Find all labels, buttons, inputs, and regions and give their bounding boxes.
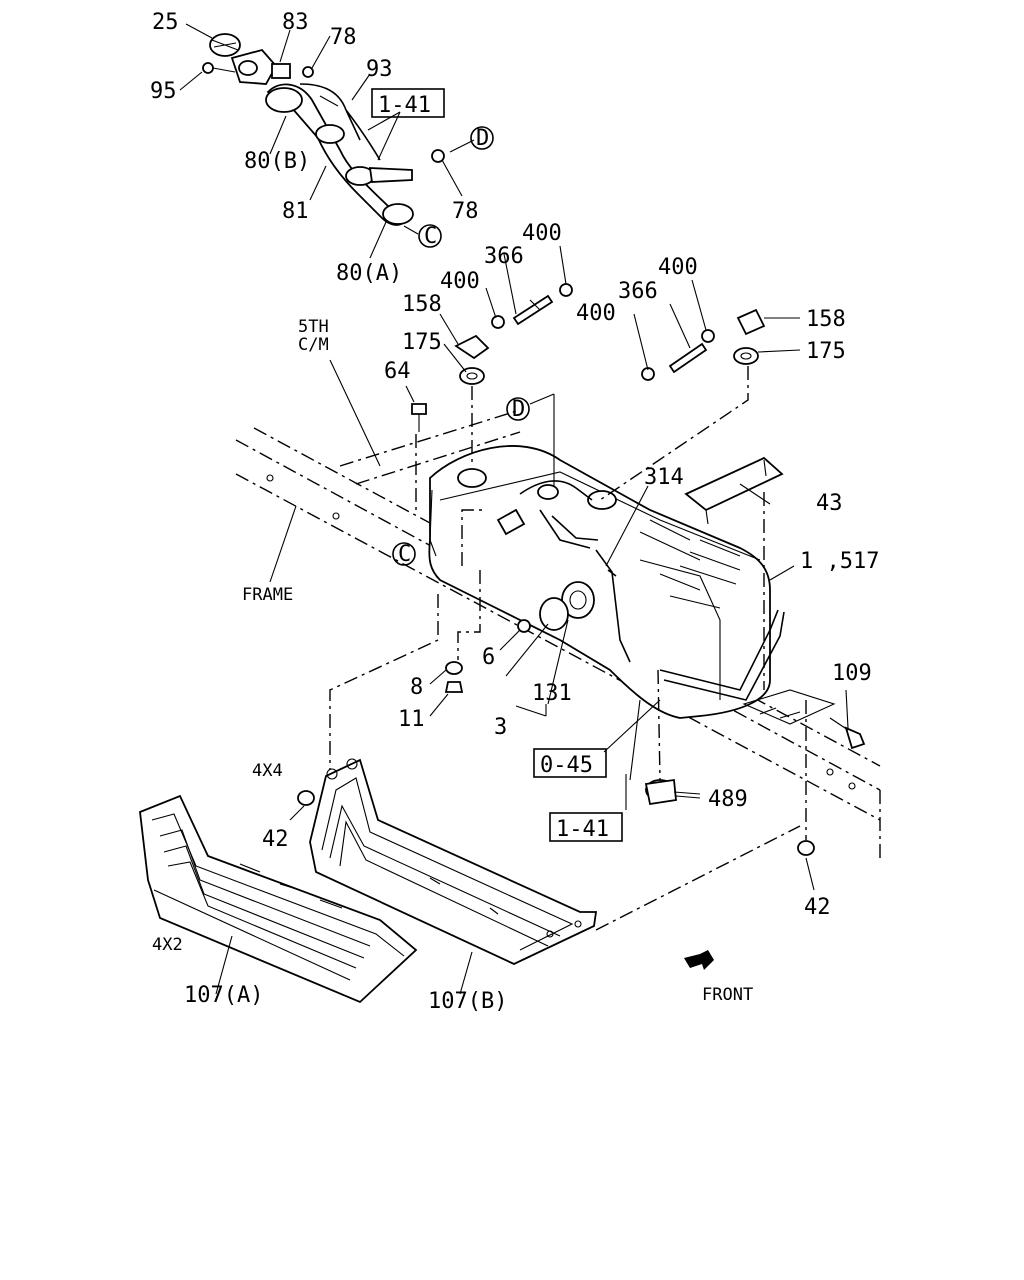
label-366-a: 366 — [484, 244, 524, 269]
label-25: 25 — [152, 10, 179, 35]
ref-1-41-bottom: 1-41 — [556, 817, 609, 842]
label-4x2: 4X2 — [152, 935, 183, 955]
mark-c-top: C — [424, 224, 437, 249]
label-43: 43 — [816, 491, 843, 516]
label-175-a: 175 — [402, 330, 442, 355]
label-80a: 80(A) — [336, 261, 402, 286]
label-frame: FRAME — [242, 585, 293, 605]
label-314: 314 — [644, 465, 684, 490]
label-81: 81 — [282, 199, 309, 224]
label-107a: 107(A) — [184, 983, 263, 1008]
hose-366-left — [512, 294, 554, 326]
label-158-a: 158 — [402, 292, 442, 317]
sender-gauge — [517, 581, 595, 633]
label-78-top: 78 — [330, 25, 357, 50]
bolt-109 — [829, 717, 866, 750]
skid-plate-107a — [139, 794, 418, 1004]
frame-bracket — [742, 689, 836, 725]
label-6: 6 — [482, 645, 495, 670]
ref-box-1-41-top — [371, 88, 445, 118]
filler-hose — [265, 83, 414, 226]
label-64: 64 — [384, 359, 411, 384]
clamp-78 — [431, 149, 445, 163]
label-158-b: 158 — [806, 307, 846, 332]
valve-158-left — [454, 334, 490, 360]
hose-366-right — [668, 342, 708, 374]
label-front: FRONT — [702, 985, 753, 1005]
circle-mark-c-tank — [392, 542, 416, 566]
front-arrow-icon — [684, 950, 714, 970]
label-95: 95 — [150, 79, 177, 104]
label-4x4: 4X4 — [252, 761, 283, 781]
label-400-c: 400 — [658, 255, 698, 280]
label-366-b: 366 — [618, 279, 658, 304]
circle-mark-d-top — [470, 126, 494, 150]
bracket-43 — [684, 456, 784, 525]
label-109: 109 — [832, 661, 872, 686]
mark-d-top: D — [476, 126, 489, 151]
ref-0-45: 0-45 — [540, 753, 593, 778]
valve-158-right — [736, 308, 766, 336]
label-78-right: 78 — [452, 199, 479, 224]
label-400-b: 400 — [440, 269, 480, 294]
circle-mark-d-tank — [506, 397, 530, 421]
washer-nut-8-11 — [444, 661, 464, 693]
nut-42 — [297, 790, 815, 856]
label-80b: 80(B) — [244, 149, 310, 174]
grommet-175 — [459, 347, 759, 385]
ref-box-1-41-bottom — [549, 812, 623, 842]
circle-mark-c-top — [418, 224, 442, 248]
label-489: 489 — [708, 787, 748, 812]
label-cm: C/M — [298, 335, 329, 355]
filler-cap — [209, 33, 241, 57]
ref-1-41-top: 1-41 — [378, 93, 431, 118]
label-107b: 107(B) — [428, 989, 507, 1014]
label-1-517: 1 ,517 — [800, 549, 879, 574]
skid-plate-107b — [309, 758, 598, 965]
label-11: 11 — [398, 707, 425, 732]
label-175-b: 175 — [806, 339, 846, 364]
ref-box-0-45 — [533, 748, 607, 778]
label-5th: 5TH — [298, 317, 329, 337]
label-131: 131 — [532, 681, 572, 706]
bolt-64 — [411, 403, 427, 432]
label-400-a: 400 — [522, 221, 562, 246]
crossmember — [339, 409, 521, 485]
label-400-d: 400 — [576, 301, 616, 326]
mark-c-tank: C — [398, 542, 411, 567]
fuel-tank — [428, 445, 785, 719]
filler-neck-head — [202, 48, 314, 85]
label-83: 83 — [282, 10, 309, 35]
label-3: 3 — [494, 715, 507, 740]
label-8: 8 — [410, 675, 423, 700]
mark-d-tank: D — [512, 397, 525, 422]
canister-489 — [644, 778, 701, 806]
label-93: 93 — [366, 57, 393, 82]
label-42-left: 42 — [262, 827, 289, 852]
label-42-right: 42 — [804, 895, 831, 920]
